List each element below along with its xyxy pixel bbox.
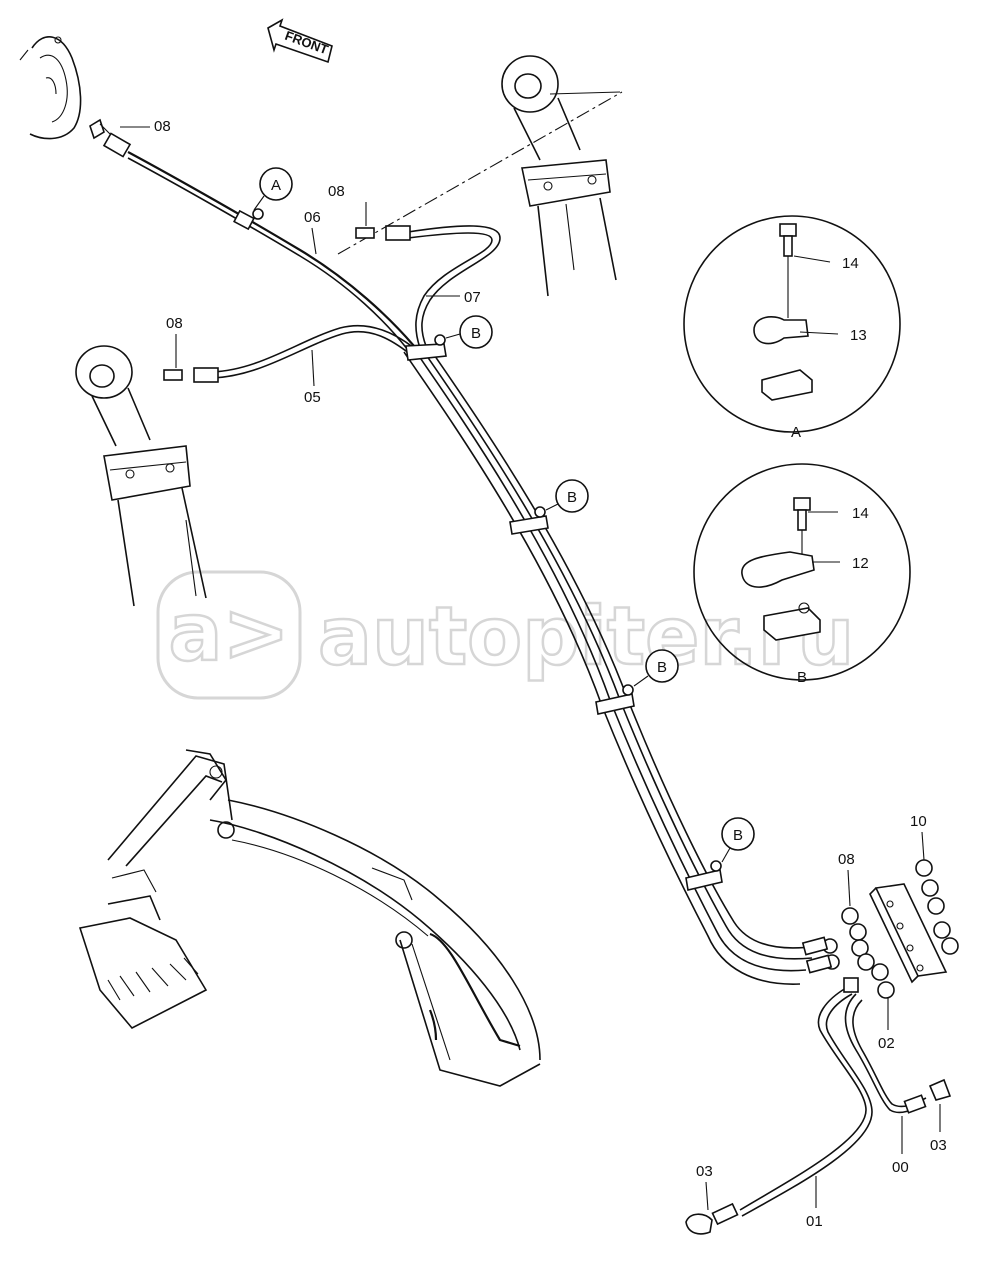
- upper-right-cylinder: [501, 55, 617, 297]
- label-03-left: 03: [696, 1163, 713, 1180]
- svg-text:B: B: [657, 659, 667, 676]
- upper-left-cylinder: [19, 36, 82, 140]
- label-14-b: 14: [852, 505, 869, 522]
- label-03-right: 03: [930, 1137, 947, 1154]
- hose-06: [127, 151, 415, 347]
- pipe-00: [844, 993, 925, 1114]
- label-14-a: 14: [842, 255, 859, 272]
- pipe-fittings: [801, 936, 859, 993]
- label-01: 01: [806, 1213, 823, 1230]
- fitting-block: [869, 883, 948, 984]
- label-08-top: 08: [154, 118, 171, 135]
- label-05: 05: [304, 389, 321, 406]
- watermark-logo-frame: [156, 570, 302, 700]
- label-00: 00: [892, 1159, 909, 1176]
- clamp-a: [233, 208, 264, 231]
- clamp-b2: [509, 506, 549, 535]
- left-cylinder: [75, 345, 207, 607]
- fitting-08-top: [89, 118, 132, 158]
- clamp-b1: [405, 334, 447, 361]
- label-06: 06: [304, 209, 321, 226]
- front-arrow: FRONT: [267, 18, 333, 64]
- pipe-01: [739, 987, 867, 1211]
- clamp-b3: [595, 684, 635, 715]
- callout-b4: B: [721, 817, 755, 863]
- svg-text:B: B: [733, 827, 743, 844]
- callout-b2: B: [545, 479, 589, 513]
- svg-text:A: A: [271, 177, 281, 194]
- svg-text:B: B: [471, 325, 481, 342]
- label-07: 07: [464, 289, 481, 306]
- label-10: 10: [910, 813, 927, 830]
- hose-07: [407, 225, 501, 347]
- callout-b1: B: [445, 315, 493, 349]
- svg-text:B: B: [567, 489, 577, 506]
- fitting-03-left: [685, 1202, 739, 1235]
- callout-b3: B: [633, 649, 679, 687]
- detail-a-label: A: [791, 424, 801, 441]
- fitting-03-right: [903, 1078, 952, 1114]
- fitting-08-mid: [355, 225, 411, 241]
- fitting-08-left: [163, 367, 219, 383]
- detail-b-label: B: [797, 669, 807, 686]
- watermark: a> autopiter.ru: [156, 570, 855, 700]
- detail-a: A: [683, 215, 901, 441]
- label-08-right: 08: [838, 851, 855, 868]
- excavator-sketch: [78, 749, 541, 1087]
- label-02: 02: [878, 1035, 895, 1052]
- label-08-left: 08: [166, 315, 183, 332]
- hose-05: [211, 324, 415, 373]
- label-13: 13: [850, 327, 867, 344]
- detail-b: B: [693, 463, 911, 686]
- clamp-b4: [685, 860, 723, 891]
- reference-line: [337, 91, 623, 255]
- watermark-logo: a>: [168, 586, 289, 679]
- label-08-mid: 08: [328, 183, 345, 200]
- label-12: 12: [852, 555, 869, 572]
- hose-bundle: [403, 345, 819, 985]
- callout-a: A: [253, 167, 293, 211]
